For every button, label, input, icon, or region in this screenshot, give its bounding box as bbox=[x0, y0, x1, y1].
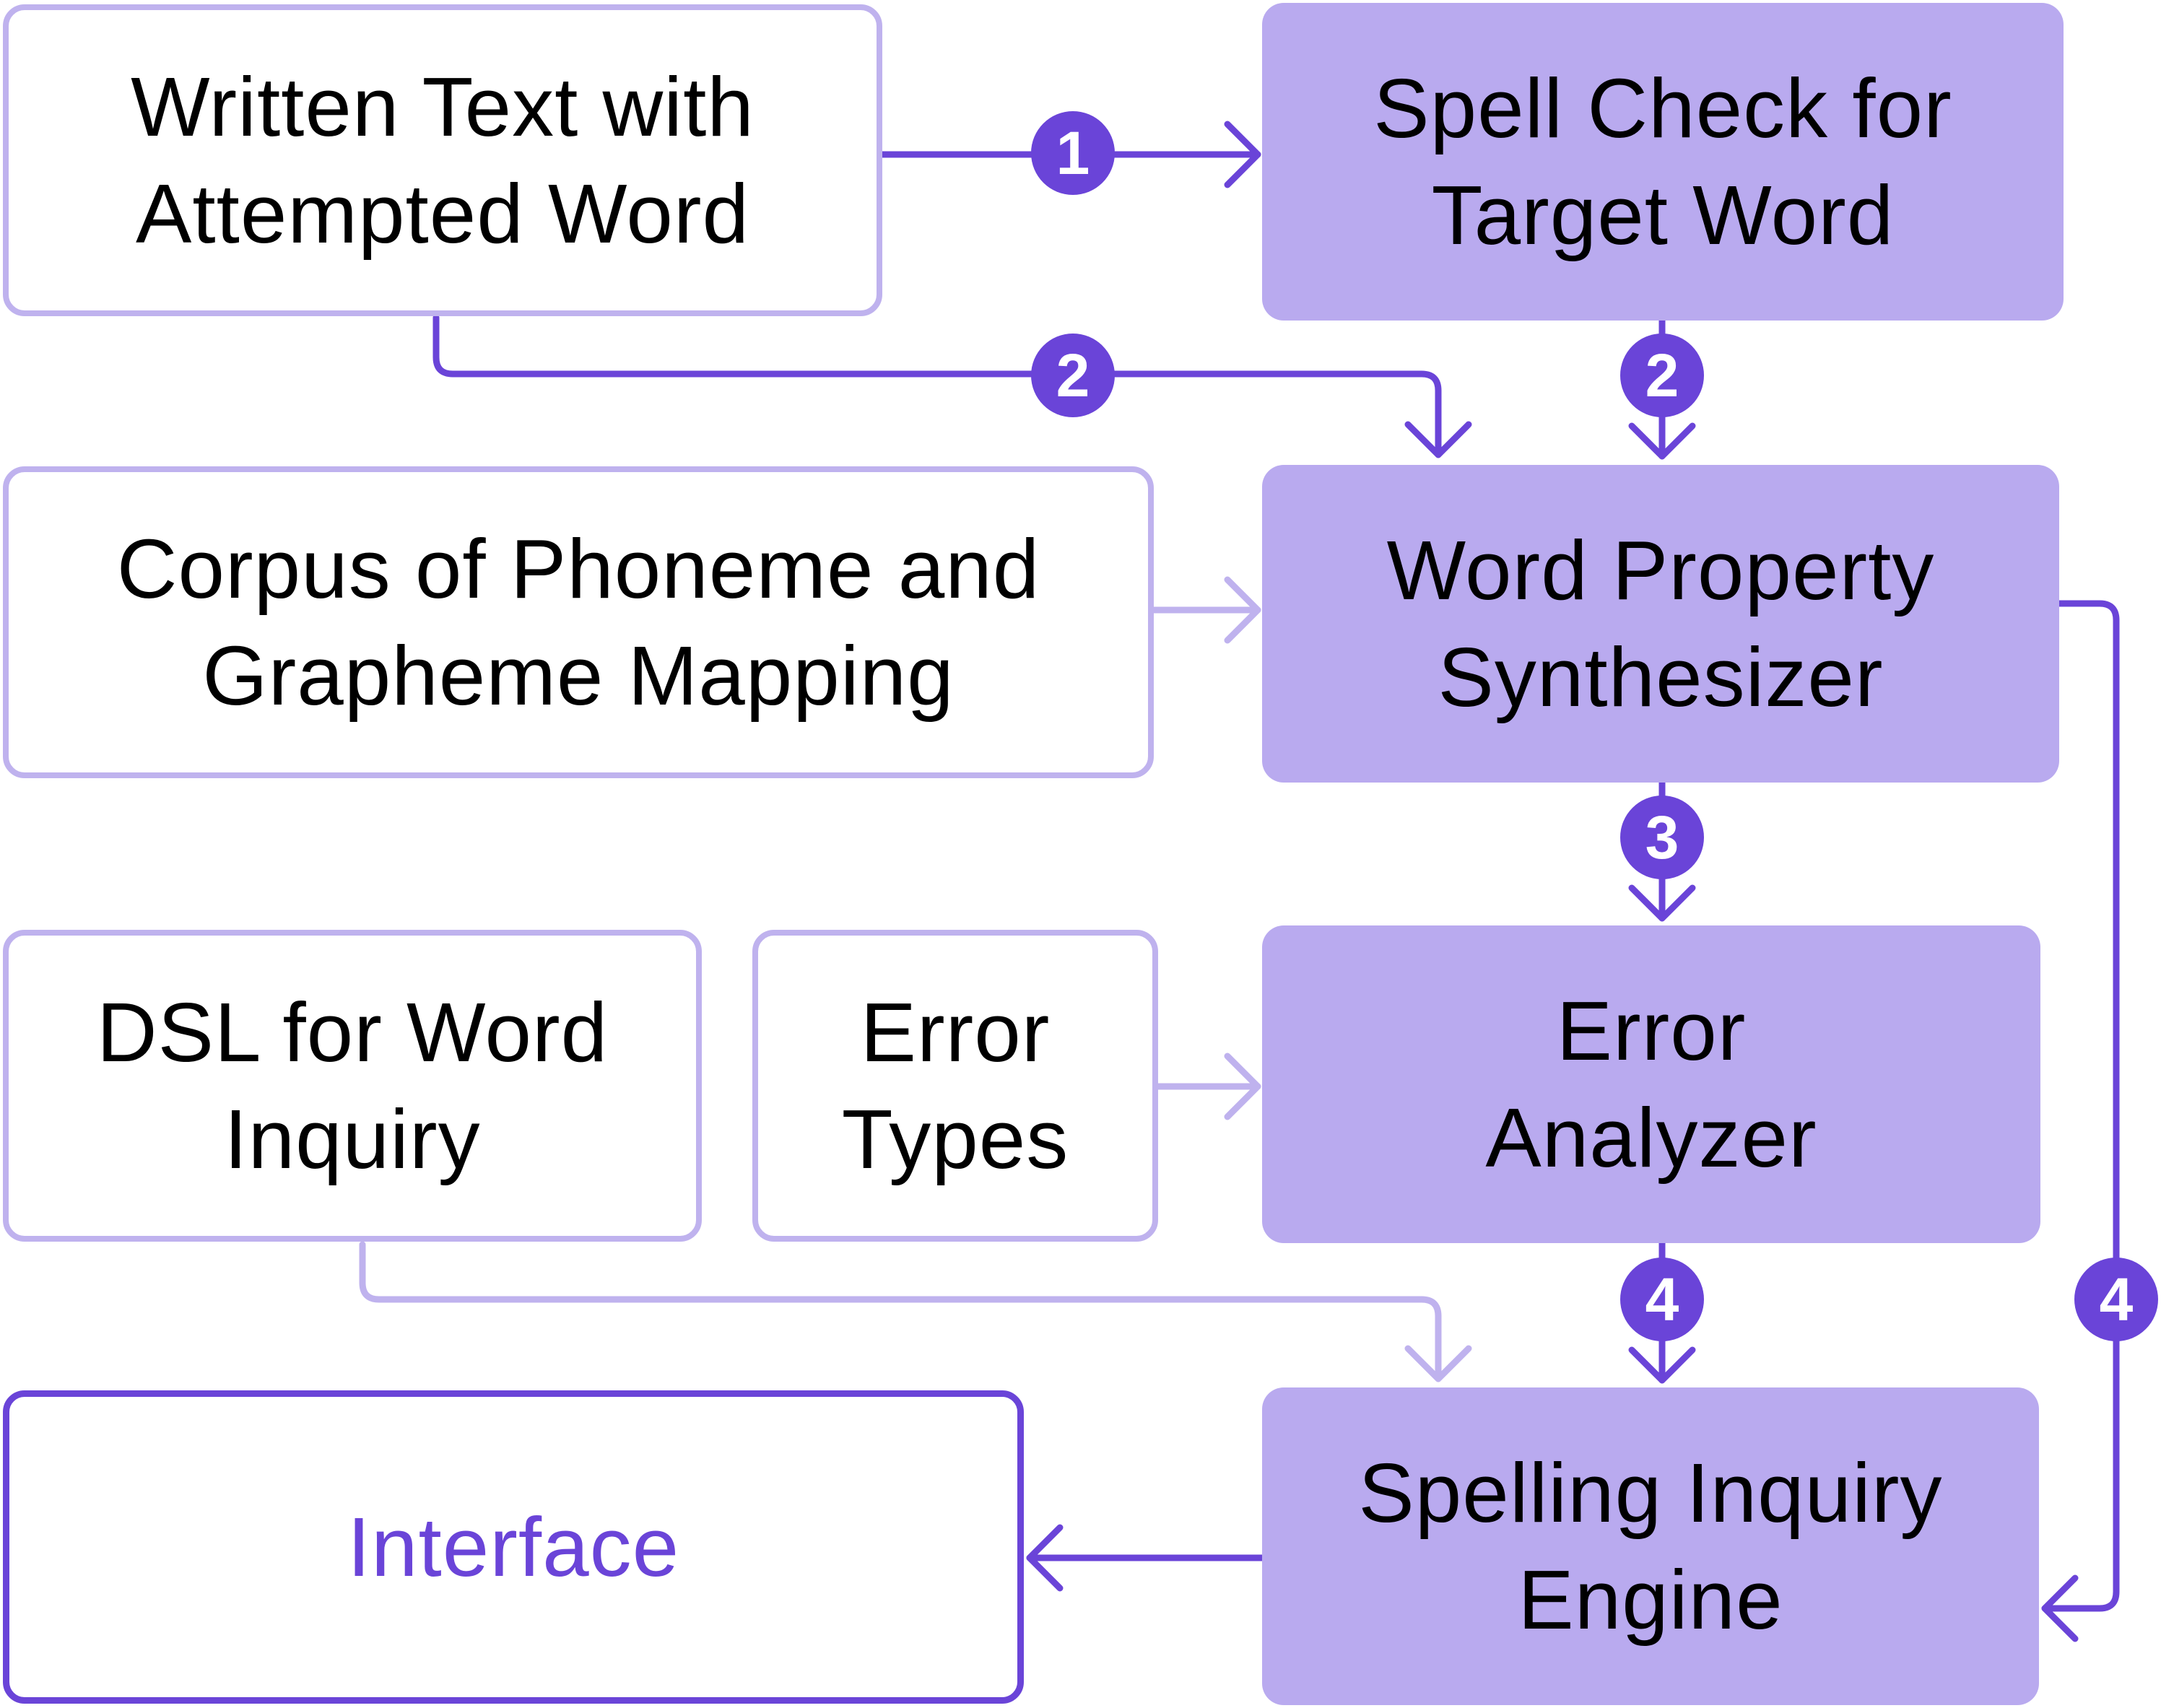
edge-dsl-to-engine bbox=[359, 1241, 1472, 1382]
edge-engine-to-interface bbox=[1026, 1524, 1266, 1592]
spelling-engine-label: Spelling Inquiry Engine bbox=[1358, 1446, 1943, 1647]
svg-text:4: 4 bbox=[2100, 1265, 2134, 1333]
written-text-label: Written Text with Attempted Word bbox=[131, 60, 755, 261]
interface-label: Interface bbox=[347, 1500, 680, 1594]
step-badge-4a: 4 bbox=[1620, 1258, 1704, 1341]
error-analyzer-box: Error Analyzer bbox=[1262, 925, 2040, 1243]
step-badge-3: 3 bbox=[1620, 796, 1704, 879]
edge-wordproperty-to-engine bbox=[2041, 600, 2120, 1642]
edge-corpus-to-wordproperty bbox=[1150, 576, 1261, 644]
step-badge-2a: 2 bbox=[1031, 334, 1115, 417]
word-property-box: Word Property Synthesizer bbox=[1262, 465, 2059, 783]
edge-errortypes-to-erroranalyzer bbox=[1155, 1053, 1261, 1120]
error-analyzer-label: Error Analyzer bbox=[1485, 984, 1817, 1185]
svg-text:2: 2 bbox=[1645, 341, 1679, 409]
step-badge-2b: 2 bbox=[1620, 334, 1704, 417]
spell-check-label: Spell Check for Target Word bbox=[1373, 61, 1952, 262]
dsl-label: DSL for Word Inquiry bbox=[96, 985, 609, 1186]
svg-text:2: 2 bbox=[1056, 341, 1090, 409]
error-types-label: Error Types bbox=[841, 985, 1069, 1186]
svg-text:3: 3 bbox=[1645, 803, 1679, 871]
corpus-box: Corpus of Phoneme and Grapheme Mapping bbox=[3, 466, 1154, 778]
svg-text:4: 4 bbox=[1645, 1265, 1679, 1333]
written-text-box: Written Text with Attempted Word bbox=[3, 4, 882, 316]
step-badge-4b: 4 bbox=[2074, 1258, 2158, 1341]
spell-check-box: Spell Check for Target Word bbox=[1262, 3, 2064, 321]
spelling-engine-box: Spelling Inquiry Engine bbox=[1262, 1387, 2039, 1705]
error-types-box: Error Types bbox=[752, 930, 1158, 1242]
word-property-label: Word Property Synthesizer bbox=[1386, 523, 1935, 724]
corpus-label: Corpus of Phoneme and Grapheme Mapping bbox=[116, 522, 1040, 723]
step-badge-1: 1 bbox=[1031, 111, 1115, 195]
dsl-box: DSL for Word Inquiry bbox=[3, 930, 702, 1242]
interface-box: Interface bbox=[3, 1390, 1024, 1704]
edge-written-to-wordproperty bbox=[432, 314, 1472, 458]
svg-text:1: 1 bbox=[1056, 119, 1090, 187]
